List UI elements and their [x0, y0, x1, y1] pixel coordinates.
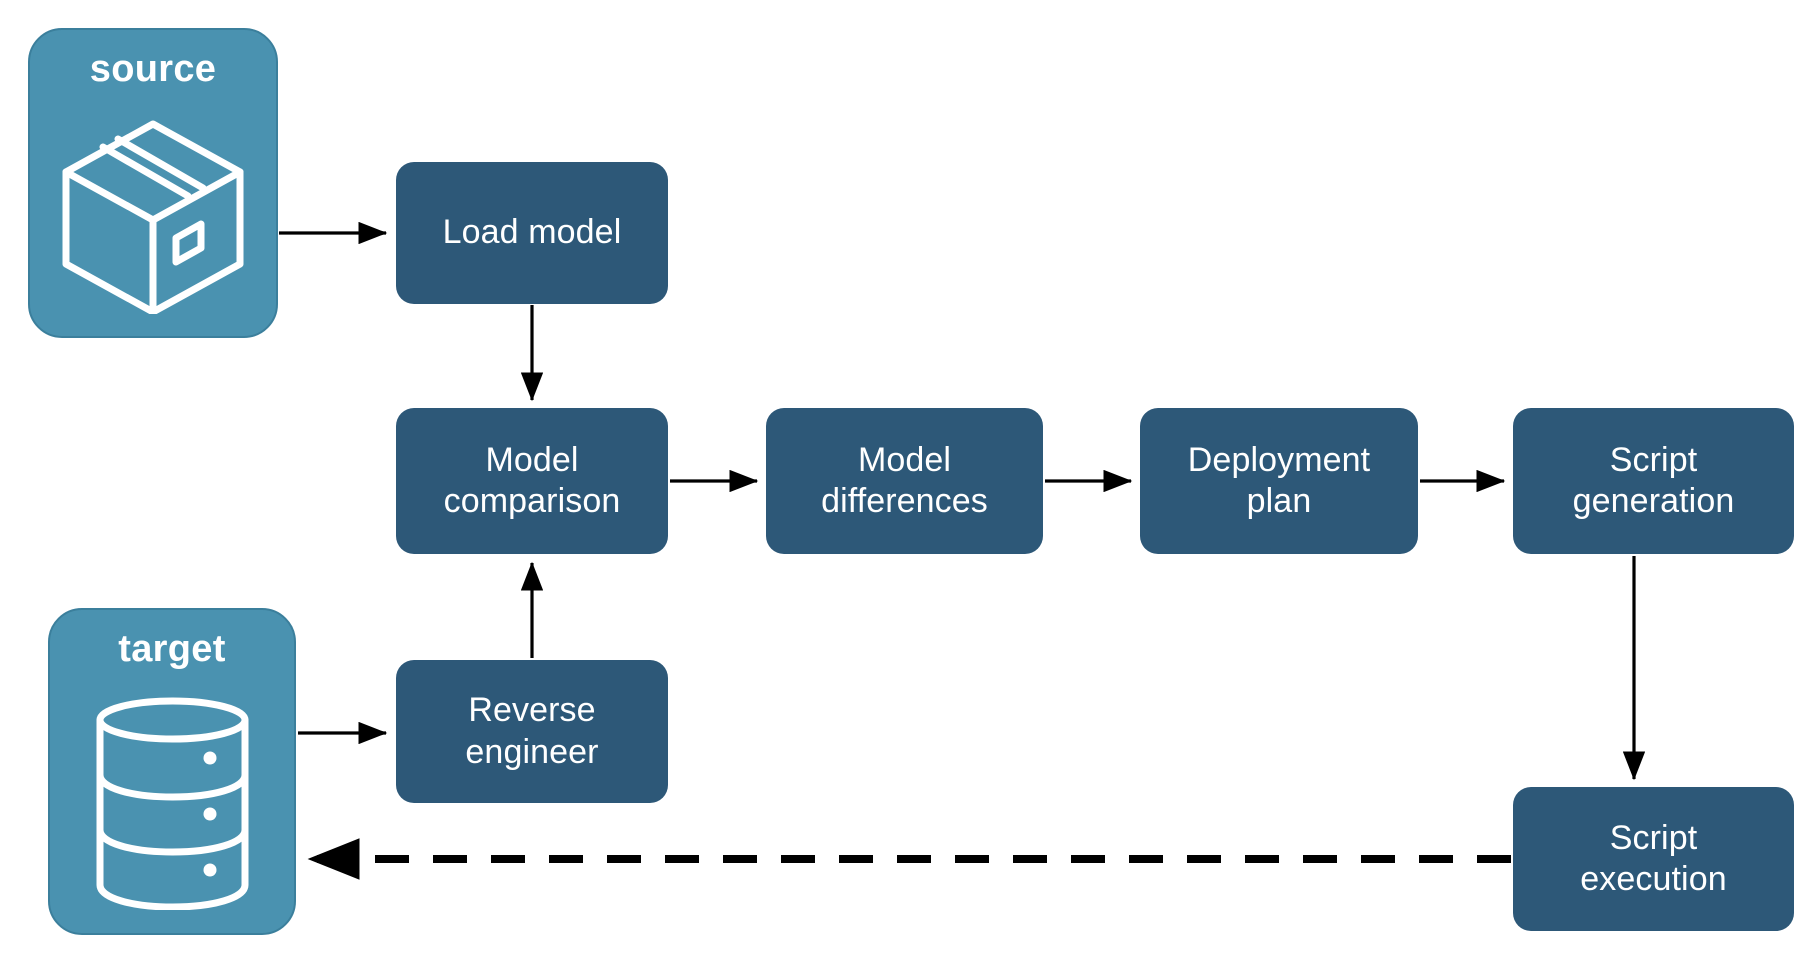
- process-node-model-differences[interactable]: Model differences: [766, 408, 1043, 554]
- process-node-reverse-engineer[interactable]: Reverse engineer: [396, 660, 668, 803]
- endpoint-label-source: source: [89, 48, 217, 90]
- process-node-script-generation[interactable]: Script generation: [1513, 408, 1794, 554]
- process-node-script-execution[interactable]: Script execution: [1513, 787, 1794, 931]
- package-box-icon: [30, 91, 276, 336]
- endpoint-node-target[interactable]: target: [48, 608, 296, 935]
- endpoint-node-source[interactable]: source: [28, 28, 278, 338]
- process-node-load-model[interactable]: Load model: [396, 162, 668, 304]
- process-node-deployment-plan[interactable]: Deployment plan: [1140, 408, 1418, 554]
- process-node-model-comparison[interactable]: Model comparison: [396, 408, 668, 554]
- database-cylinder-icon: [50, 671, 294, 933]
- endpoint-label-target: target: [118, 628, 226, 670]
